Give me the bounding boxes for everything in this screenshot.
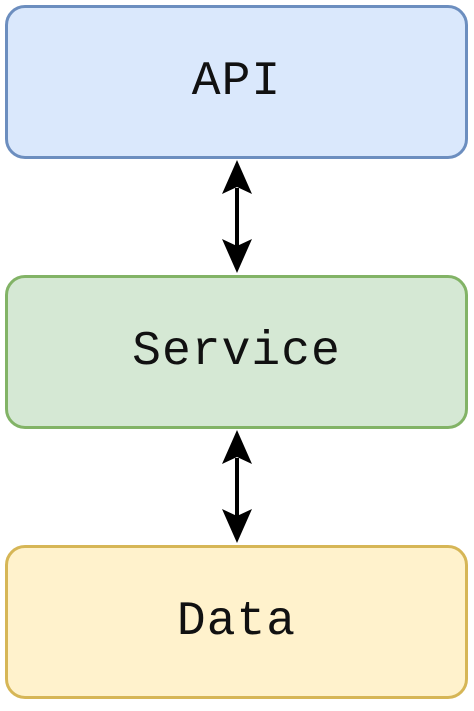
api-layer-label: API	[191, 55, 282, 109]
service-layer-label: Service	[132, 325, 341, 379]
arrow-head-up-icon	[222, 430, 252, 464]
service-layer-box: Service	[5, 275, 468, 429]
arrow-head-up-icon	[222, 160, 252, 194]
data-layer-box: Data	[5, 545, 468, 699]
api-service-connector	[222, 160, 252, 273]
api-layer-box: API	[5, 5, 468, 159]
service-data-connector	[222, 430, 252, 543]
arrow-head-down-icon	[222, 509, 252, 543]
data-layer-label: Data	[176, 595, 297, 649]
arrow-head-down-icon	[222, 239, 252, 273]
